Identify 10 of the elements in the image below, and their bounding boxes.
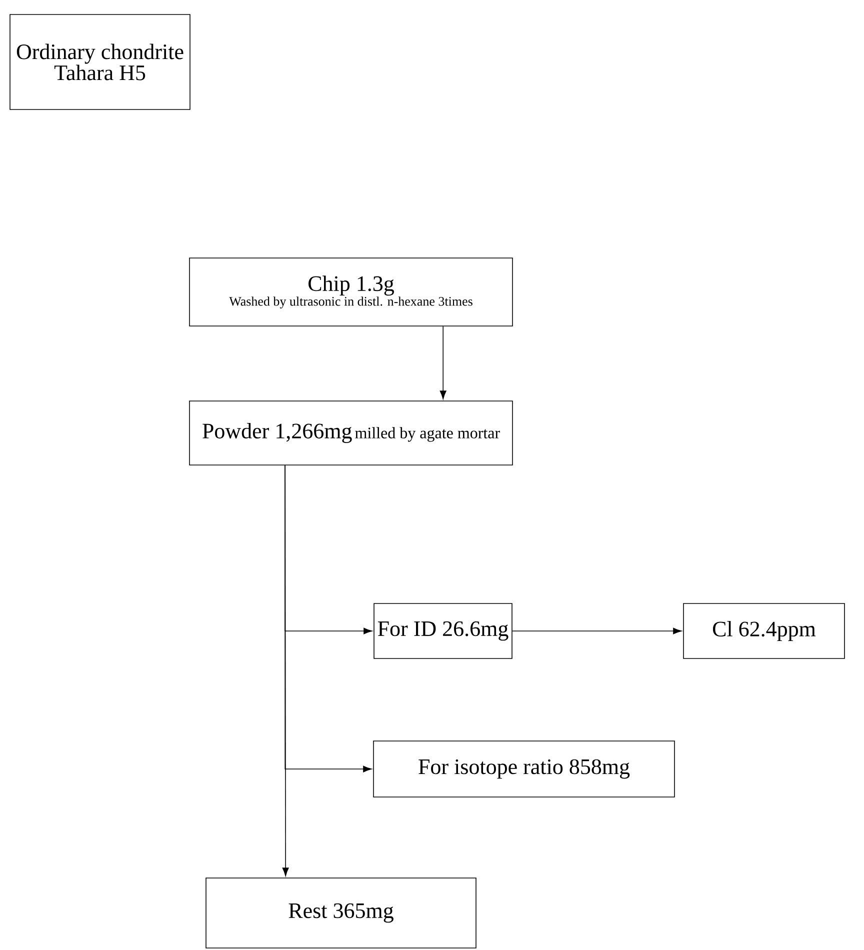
arrow [440, 326, 446, 400]
process-box: Rest 365mg [206, 878, 476, 948]
arrow [282, 465, 289, 876]
process-box: Chip 1.3g Washed by ultrasonic in distl. n-hexane 3times [189, 258, 513, 326]
process-box: Cl 62.4ppm [683, 603, 845, 659]
process-box: For ID 26.6mg [374, 603, 512, 659]
arrow [512, 628, 682, 634]
process-box: Powder 1,266mgmilled by agate mortar [189, 400, 513, 466]
process-box: For isotope ratio 858mg [373, 740, 675, 798]
process-box: Ordinary chondrite Tahara H5 [10, 14, 190, 110]
